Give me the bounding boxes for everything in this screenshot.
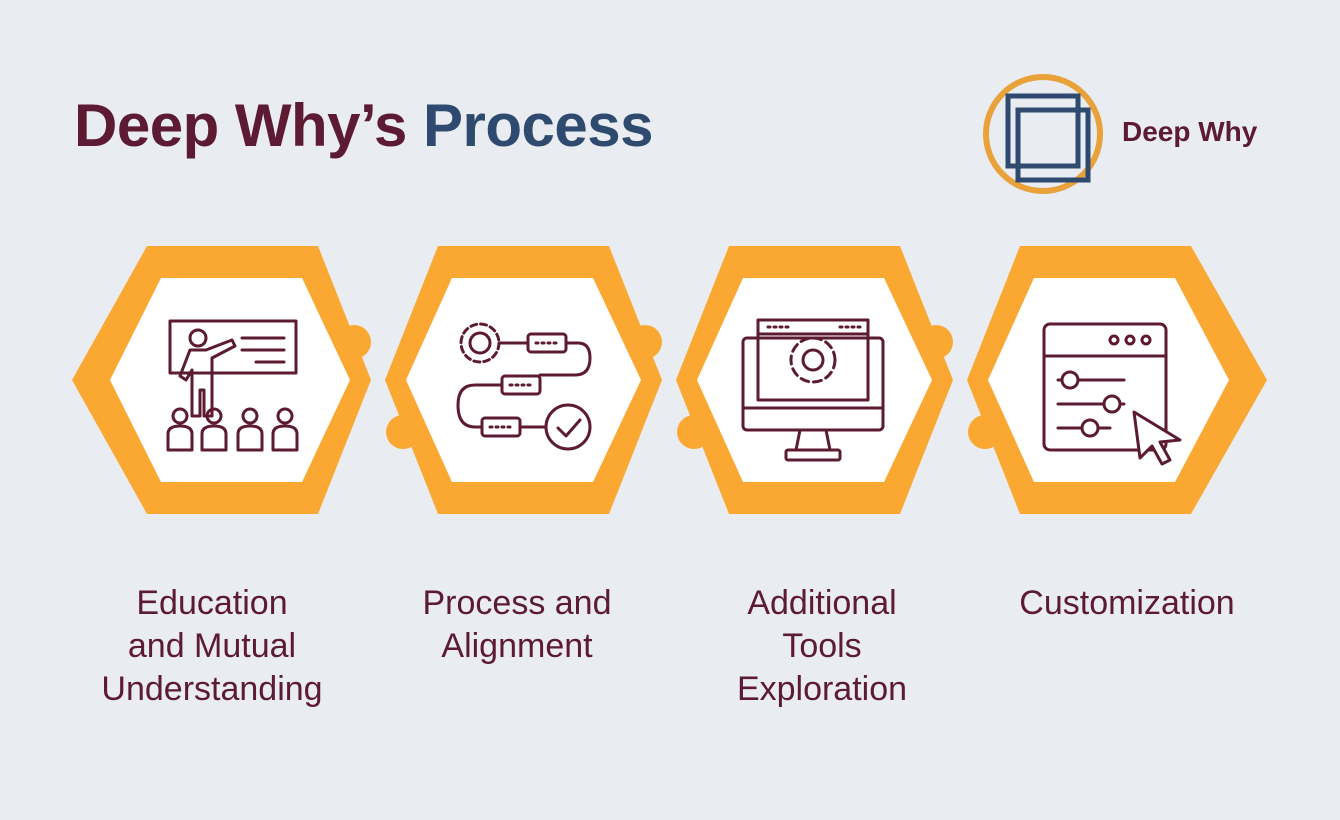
- settings-sliders-cursor-icon: [1042, 322, 1182, 466]
- connector-hooks: [337, 325, 1002, 449]
- logo-text: Deep Why: [1122, 116, 1258, 147]
- step-3-label: Additional Tools Exploration: [736, 584, 908, 708]
- title-part-1: Deep Why’s: [74, 92, 407, 159]
- step-2-hexagon: [385, 246, 662, 514]
- process-diagram: [72, 246, 1267, 514]
- monitor-gear-icon: [741, 318, 885, 462]
- step-1-label: Education and Mutual Understanding: [101, 584, 323, 708]
- brand-logo: Deep Why: [982, 72, 1282, 196]
- step-4-label: Customization: [1019, 584, 1235, 622]
- workflow-process-icon: [456, 322, 592, 451]
- deep-why-logo-icon: [983, 74, 1103, 194]
- teacher-presentation-icon: [166, 319, 299, 452]
- step-2-label: Process and Alignment: [422, 584, 612, 665]
- page-title: Deep Why’s Process: [74, 90, 654, 162]
- step-1-hexagon: [72, 246, 371, 514]
- title-part-2: Process: [423, 92, 654, 159]
- step-3-hexagon: [676, 246, 953, 514]
